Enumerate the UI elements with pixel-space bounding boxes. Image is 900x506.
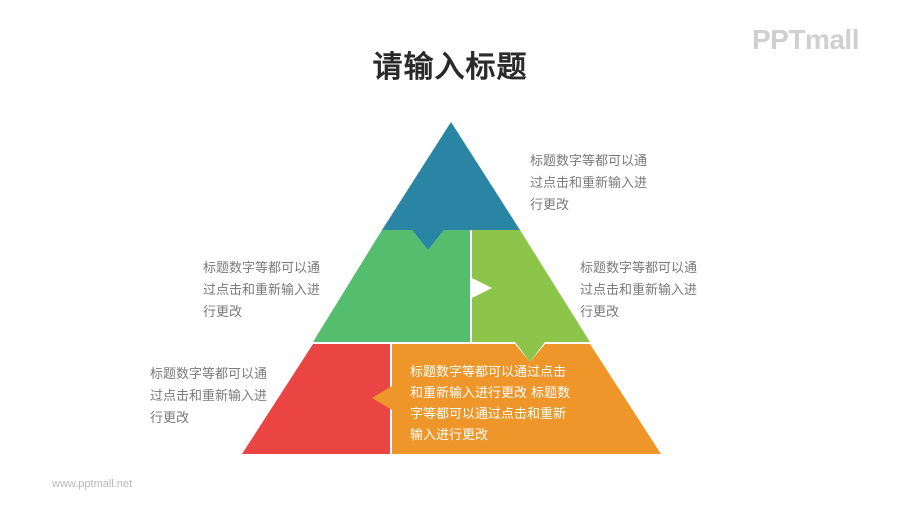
- description-line: 行更改: [530, 198, 570, 213]
- description-line: 行更改: [203, 305, 243, 320]
- pyramid-top-segment[interactable]: [382, 122, 520, 250]
- description-top-right: 标题数字等都可以通 过点击和重新输入进 行更改: [530, 151, 647, 217]
- description-bottom-inner: 标题数字等都可以通过点击 和重新输入进行更改 标题数 字等都可以通过点击和重新 …: [410, 362, 570, 446]
- description-line: 和重新输入进行更改 标题数: [410, 386, 571, 401]
- description-middle-right: 标题数字等都可以通 过点击和重新输入进 行更改: [580, 258, 697, 324]
- description-line: 过点击和重新输入进: [530, 176, 648, 191]
- description-bottom-left: 标题数字等都可以通 过点击和重新输入进 行更改: [150, 364, 267, 430]
- pyramid-bottom-right-segment[interactable]: [372, 344, 661, 454]
- page-title: 请输入标题: [372, 50, 528, 85]
- description-middle-left: 标题数字等都可以通 过点击和重新输入进 行更改: [203, 258, 320, 324]
- description-line: 标题数字等都可以通: [580, 261, 698, 276]
- description-line: 过点击和重新输入进: [150, 389, 268, 404]
- pyramid-middle-left-segment[interactable]: [313, 230, 470, 342]
- pyramid-bottom-left-segment[interactable]: [242, 344, 390, 454]
- pyramid-middle-right-segment[interactable]: [472, 230, 590, 362]
- description-line: 标题数字等都可以通: [150, 367, 268, 382]
- description-line: 行更改: [580, 305, 620, 320]
- description-line: 过点击和重新输入进: [580, 283, 698, 298]
- brand-logo: PPTmall: [752, 24, 859, 55]
- description-line: 行更改: [150, 411, 190, 426]
- description-line: 标题数字等都可以通: [203, 261, 321, 276]
- footer-url: www.pptmall.net: [52, 478, 133, 490]
- description-line: 输入进行更改: [410, 428, 489, 443]
- description-line: 过点击和重新输入进: [203, 283, 321, 298]
- description-line: 标题数字等都可以通: [530, 154, 648, 169]
- description-line: 字等都可以通过点击和重新: [410, 407, 567, 422]
- description-line: 标题数字等都可以通过点击: [410, 365, 567, 380]
